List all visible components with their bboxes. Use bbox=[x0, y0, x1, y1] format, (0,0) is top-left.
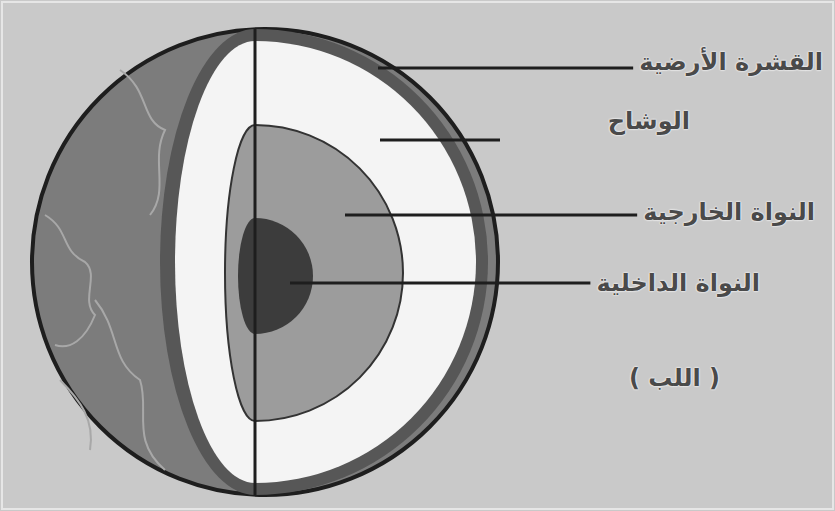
leader-line bbox=[378, 67, 633, 70]
globe bbox=[32, 29, 498, 495]
mantle bbox=[175, 41, 476, 483]
inner-core bbox=[238, 218, 313, 334]
leader-line bbox=[345, 214, 637, 217]
outer-core bbox=[225, 125, 403, 421]
leader-line bbox=[290, 282, 590, 285]
crust bbox=[160, 29, 488, 495]
axis-line bbox=[254, 29, 257, 495]
layer-label: الوشاح bbox=[608, 106, 690, 136]
layer-label: القشرة الأرضية bbox=[639, 47, 823, 77]
layer-label: النواة الخارجية bbox=[643, 197, 815, 227]
layer-label: ( اللب ) bbox=[629, 363, 720, 393]
layer-label: النواة الداخلية bbox=[596, 268, 760, 298]
leader-line bbox=[380, 139, 500, 142]
continents bbox=[45, 70, 165, 470]
